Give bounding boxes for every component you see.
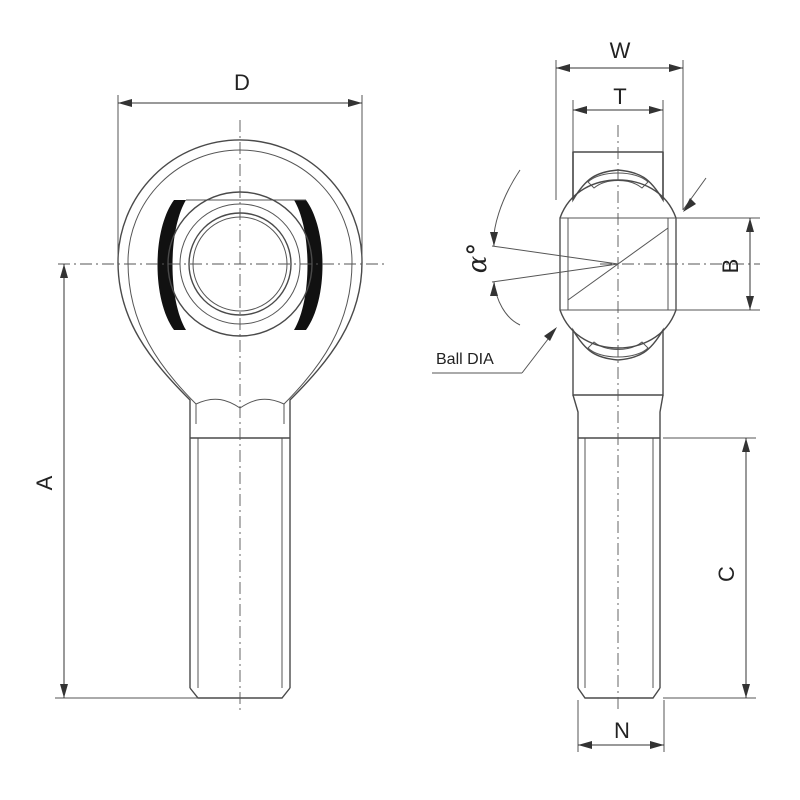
- label-T: T: [613, 84, 626, 109]
- side-view: α° W T B Ball DIA C: [432, 38, 760, 752]
- label-A: A: [32, 475, 57, 490]
- label-W: W: [610, 38, 631, 63]
- liner-right: [294, 200, 323, 330]
- label-alpha: α°: [463, 243, 493, 274]
- front-view: D A: [32, 70, 385, 712]
- liner-left: [157, 200, 186, 330]
- label-B: B: [718, 259, 743, 274]
- label-D: D: [234, 70, 250, 95]
- label-C: C: [714, 566, 739, 582]
- label-ball-dia: Ball DIA: [436, 351, 494, 368]
- label-N: N: [614, 718, 630, 743]
